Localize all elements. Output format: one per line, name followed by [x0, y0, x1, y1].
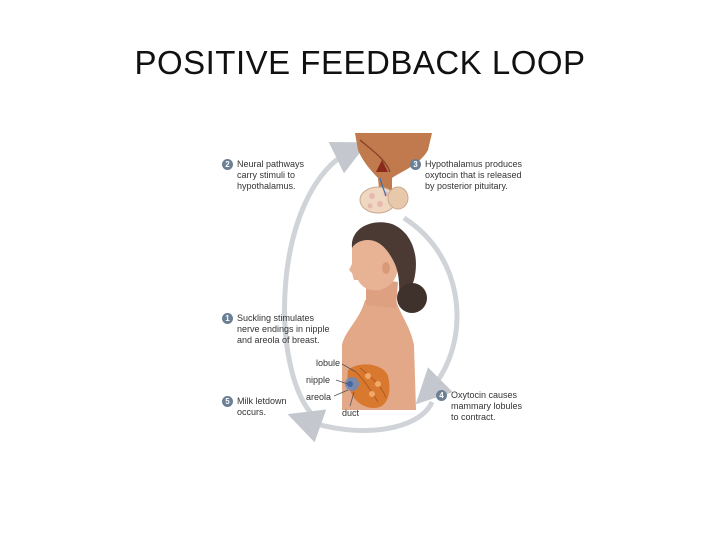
loop-arrow-right-down	[402, 215, 460, 405]
step-description: Hypothalamus produces oxytocin that is r…	[425, 159, 523, 191]
hypothalamus-inset	[355, 133, 432, 214]
woman-figure	[342, 222, 427, 410]
loop-arrow-bottom	[287, 400, 435, 443]
step-5-label: 5 Milk letdown occurs.	[222, 396, 287, 418]
step-number-badge: 4	[436, 390, 447, 401]
step-2-label: 2 Neural pathways carry stimuli to hypot…	[222, 159, 304, 192]
step-number-badge: 2	[222, 159, 233, 170]
step-number-badge: 1	[222, 313, 233, 324]
step-1-label: 1 Suckling stimulates nerve endings in n…	[222, 313, 330, 346]
step-number-badge: 5	[222, 396, 233, 407]
step-3-label: 3 Hypothalamus produces oxytocin that is…	[410, 159, 522, 192]
areola-label: areola	[306, 392, 332, 402]
loop-arrow-left-up	[282, 141, 368, 422]
step-description: Oxytocin causes mammary lobules to contr…	[451, 390, 523, 422]
step-4-label: 4 Oxytocin causes mammary lobules to con…	[436, 390, 522, 423]
duct-label: duct	[342, 408, 360, 418]
step-description: Milk letdown occurs.	[237, 396, 287, 417]
nipple-label: nipple	[306, 375, 331, 385]
slide-title: POSITIVE FEEDBACK LOOP	[134, 44, 586, 81]
step-number-badge: 3	[410, 159, 421, 170]
step-description: Suckling stimulates nerve endings in nip…	[237, 313, 330, 345]
step-description: Neural pathways carry stimuli to hypotha…	[237, 159, 305, 191]
lobule-label: lobule	[316, 358, 341, 368]
